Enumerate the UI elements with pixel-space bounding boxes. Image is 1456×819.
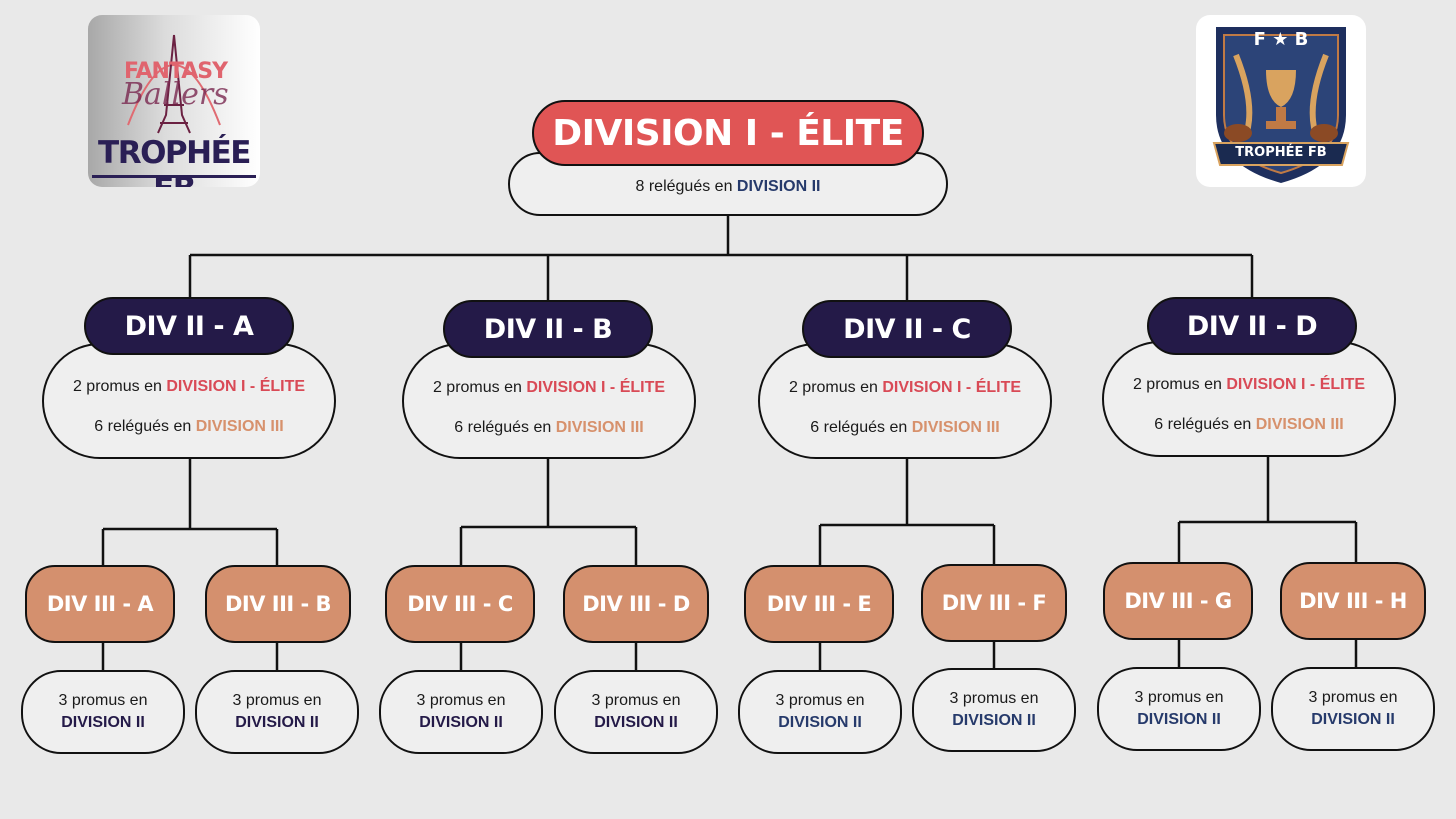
div2-b-releg-target: DIVISION III [555, 419, 644, 436]
div3-d-promo-target: DIVISION II [594, 714, 678, 731]
fantasy-ballers-logo: FANTASY Ballers TROPHÉE FB [88, 15, 260, 187]
div3-c-promo-box: 3 promus en DIVISION II [379, 670, 543, 754]
div2-a-promo-count: 2 promus en [72, 378, 162, 395]
div2-b-promo-target: DIVISION I - ÉLITE [526, 379, 666, 396]
div3-h-promo-target: DIVISION II [1311, 711, 1395, 728]
logo-script-text: Ballers [122, 77, 229, 112]
div3-a-promo-box: 3 promus en DIVISION II [21, 670, 185, 754]
div2-a-releg-target: DIVISION III [195, 418, 284, 435]
div3-a-promo-count: 3 promus en [58, 692, 148, 709]
div2-a-title: DIV II - A [84, 297, 294, 355]
div2-c-promo-count: 2 promus en [788, 379, 878, 396]
div3-f-title: DIV III - F [921, 564, 1067, 642]
div3-d-promo-count: 3 promus en [591, 692, 681, 709]
logo-fantasy-text: FANTASY [124, 59, 228, 84]
div3-f-promo-count: 3 promus en [949, 690, 1039, 707]
trophy-shield-icon [1212, 27, 1350, 183]
div3-b-promo-box: 3 promus en DIVISION II [195, 670, 359, 754]
crest-banner-text: TROPHÉE FB [1235, 145, 1327, 160]
div2-c-releg-count: 6 relégués en [810, 419, 908, 436]
div3-h-promo-count: 3 promus en [1308, 689, 1398, 706]
crest-letters: F ★ B [1253, 29, 1309, 50]
elite-relegated-target: DIVISION II [736, 178, 821, 195]
div3-c-promo-count: 3 promus en [416, 692, 506, 709]
div3-b-promo-target: DIVISION II [235, 714, 319, 731]
div3-g-promo-box: 3 promus en DIVISION II [1097, 667, 1261, 751]
div3-c-title: DIV III - C [385, 565, 535, 643]
div2-d-info-box: 2 promus en DIVISION I - ÉLITE 6 relégué… [1102, 341, 1396, 457]
div2-b-title: DIV II - B [443, 300, 653, 358]
div2-b-promo-count: 2 promus en [432, 379, 522, 396]
div3-h-title: DIV III - H [1280, 562, 1426, 640]
eiffel-tower-icon [127, 34, 221, 134]
div2-c-releg-target: DIVISION III [911, 419, 1000, 436]
div2-d-promo-count: 2 promus en [1132, 376, 1222, 393]
div2-c-info-box: 2 promus en DIVISION I - ÉLITE 6 relégué… [758, 343, 1052, 459]
div3-b-promo-count: 3 promus en [232, 692, 322, 709]
div2-a-info-box: 2 promus en DIVISION I - ÉLITE 6 relégué… [42, 343, 336, 459]
div3-b-title: DIV III - B [205, 565, 351, 643]
div3-g-promo-count: 3 promus en [1134, 689, 1224, 706]
div3-e-title: DIV III - E [744, 565, 894, 643]
div2-d-releg-count: 6 relégués en [1154, 416, 1252, 433]
div3-a-promo-target: DIVISION II [61, 714, 145, 731]
div3-g-promo-target: DIVISION II [1137, 711, 1221, 728]
logo-underline [92, 175, 256, 178]
div2-d-promo-target: DIVISION I - ÉLITE [1226, 376, 1366, 393]
div3-e-promo-count: 3 promus en [775, 692, 865, 709]
div3-e-promo-target: DIVISION II [778, 714, 862, 731]
div3-d-promo-box: 3 promus en DIVISION II [554, 670, 718, 754]
div3-e-promo-box: 3 promus en DIVISION II [738, 670, 902, 754]
div3-f-promo-target: DIVISION II [952, 712, 1036, 729]
div3-d-title: DIV III - D [563, 565, 709, 643]
div3-f-promo-box: 3 promus en DIVISION II [912, 668, 1076, 752]
div2-b-info-box: 2 promus en DIVISION I - ÉLITE 6 relégué… [402, 343, 696, 459]
div2-d-releg-target: DIVISION III [1255, 416, 1344, 433]
div2-a-promo-target: DIVISION I - ÉLITE [166, 378, 306, 395]
div3-c-promo-target: DIVISION II [419, 714, 503, 731]
div2-c-promo-target: DIVISION I - ÉLITE [882, 379, 1022, 396]
div2-b-releg-count: 6 relégués en [454, 419, 552, 436]
div2-c-title: DIV II - C [802, 300, 1012, 358]
div2-a-releg-count: 6 relégués en [94, 418, 192, 435]
div3-a-title: DIV III - A [25, 565, 175, 643]
logo-trophee-text: TROPHÉE FB [98, 135, 251, 187]
div3-g-title: DIV III - G [1103, 562, 1253, 640]
elite-title: DIVISION I - ÉLITE [532, 100, 924, 166]
elite-relegated-count: 8 relégués en [635, 178, 733, 195]
trophee-fb-crest-logo: F ★ B TROPHÉE FB [1196, 15, 1366, 187]
div2-d-title: DIV II - D [1147, 297, 1357, 355]
div3-h-promo-box: 3 promus en DIVISION II [1271, 667, 1435, 751]
elite-relegation-line: 8 relégués en DIVISION II [636, 178, 821, 196]
